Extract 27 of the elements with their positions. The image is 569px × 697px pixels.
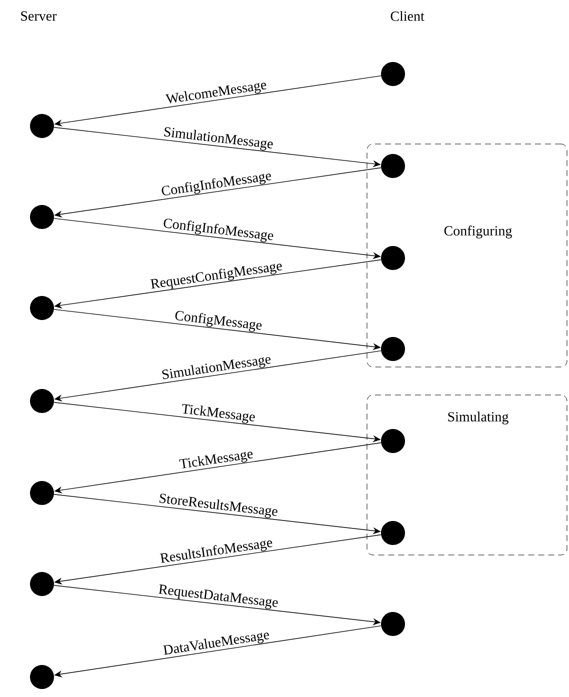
edge-label: TickMessage xyxy=(179,452,253,468)
lifeline-dot xyxy=(381,429,405,453)
edge-label: WelcomeMessage xyxy=(165,82,266,104)
edge-label: DataValueMessage xyxy=(162,632,270,655)
lifeline-dot xyxy=(381,246,405,270)
edge-label: ResultsInfoMessage xyxy=(160,540,272,563)
edge-label: ConfigInfoMessage xyxy=(162,174,272,196)
edge-label: TickMessage xyxy=(182,404,255,424)
lifeline-dot xyxy=(381,154,405,178)
edge-label: SimulationMessage xyxy=(162,357,271,380)
column-heading: Server xyxy=(21,11,57,21)
lifeline-dot xyxy=(381,337,405,361)
lifeline-dot xyxy=(30,572,54,596)
lifeline-dot xyxy=(30,114,54,138)
lifeline-dot xyxy=(381,612,405,636)
lifeline-dot xyxy=(30,481,54,505)
lifeline-dot xyxy=(30,665,54,689)
lifeline-dot xyxy=(30,296,54,320)
edge-label: SimulationMessage xyxy=(164,127,273,150)
lifeline-dot xyxy=(381,521,405,545)
lifeline-dot xyxy=(381,62,405,86)
lifeline-dot xyxy=(30,205,54,229)
column-heading: Client xyxy=(390,11,424,21)
state-box: Simulating xyxy=(366,394,568,556)
lifeline-dot xyxy=(30,389,54,413)
state-box: Configuring xyxy=(366,144,568,368)
edge-label: ConfigMessage xyxy=(175,311,262,332)
